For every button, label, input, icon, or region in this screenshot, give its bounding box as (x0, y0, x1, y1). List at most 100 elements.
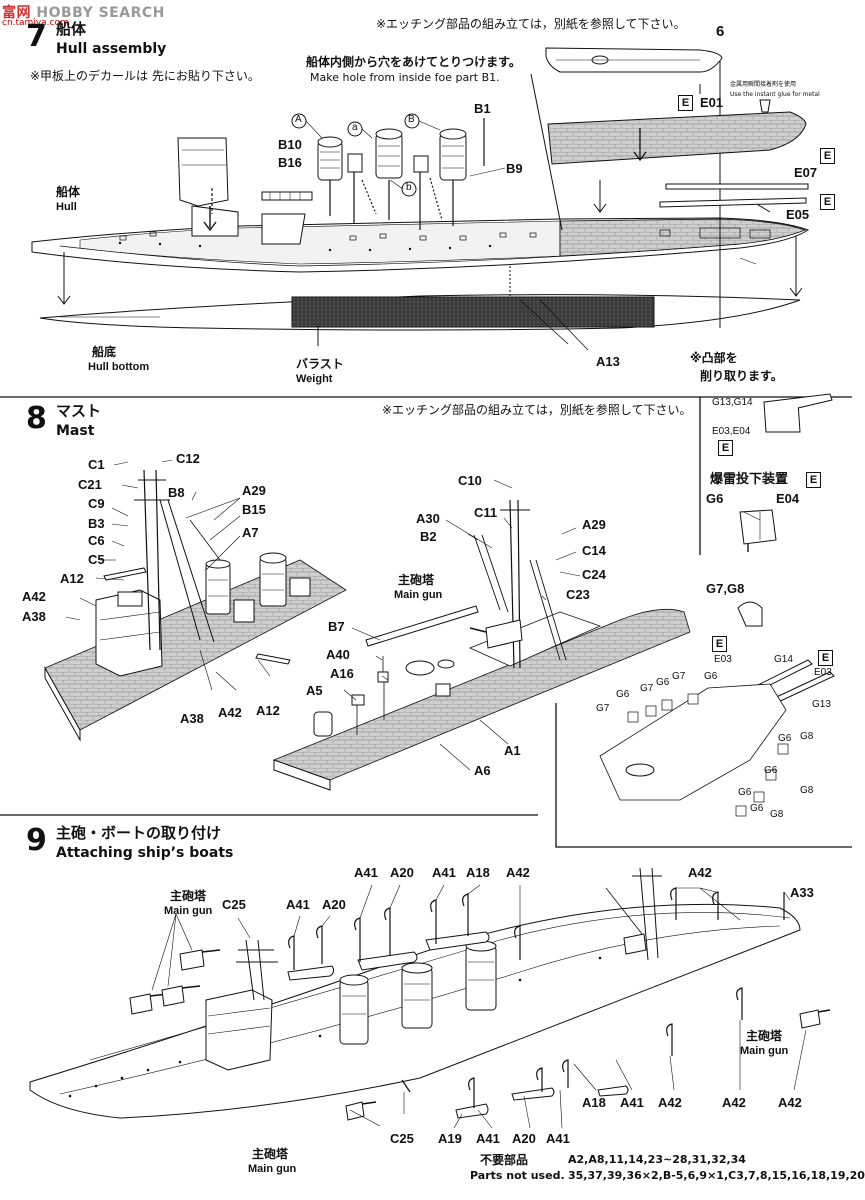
label-a41-b: A41 (354, 865, 378, 880)
step-7-number: 7 (26, 19, 47, 54)
main-gun-label-en-fore: Main gun (164, 905, 213, 917)
label-g6-d: G6 (778, 733, 792, 744)
callout-b: b (406, 182, 412, 193)
remove-note-1: ※凸部を (690, 351, 738, 365)
weight-label-en: Weight (296, 373, 333, 385)
label-a33: A33 (790, 885, 814, 900)
label-c11: C11 (474, 505, 498, 520)
callout-A: A (295, 114, 302, 125)
main-gun-label-en-aft: Main gun (740, 1045, 789, 1057)
label-e05: E05 (786, 207, 810, 222)
label-a38: A38 (22, 609, 46, 624)
label-a7: A7 (242, 525, 259, 540)
boat-assembly-drawing (29, 867, 831, 1129)
unused-parts-list-1: A2,A8,11,14,23~28,31,32,34 (568, 1153, 746, 1166)
etch-badge-e07: E (820, 148, 835, 164)
label-g8-a: G8 (800, 731, 814, 742)
label-g6: G6 (706, 491, 724, 506)
label-a29-right: A29 (582, 517, 606, 532)
weight-label-jp: バラスト (296, 357, 344, 371)
label-e03: E03 (714, 654, 732, 665)
remove-note-2: 削り取ります。 (700, 369, 783, 383)
label-g7-b: G7 (640, 683, 654, 694)
label-a41-d: A41 (476, 1131, 500, 1146)
step-8-title-en: Mast (56, 423, 95, 439)
label-e03-e04: E03,E04 (712, 426, 751, 437)
step-9-title-en: Attaching ship’s boats (56, 845, 234, 861)
label-g8-b: G8 (800, 785, 814, 796)
label-c25: C25 (222, 897, 246, 912)
label-g6-a: G6 (616, 689, 630, 700)
label-c21: C21 (78, 477, 102, 492)
step-9-number: 9 (26, 823, 47, 858)
label-a30: A30 (416, 511, 440, 526)
etch-badge-e01: E (678, 95, 693, 111)
callout-a: a (352, 122, 358, 133)
unused-parts-title-en: Parts not used. (470, 1169, 565, 1182)
label-a38-bottom: A38 (180, 711, 204, 726)
step-7-decal-note: ※甲板上のデカールは 先にお貼り下さい。 (30, 69, 260, 83)
label-c9: C9 (88, 496, 105, 511)
step-7-etch-note: ※エッチング部品の組み立ては，別紙を参照して下さい。 (376, 17, 686, 31)
label-a40: A40 (326, 647, 350, 662)
label-part-6: 6 (716, 23, 725, 40)
etch-badge-e03-right: E (818, 650, 833, 666)
label-c24: C24 (582, 567, 606, 582)
watermark-prefix: 富网 (2, 5, 31, 21)
label-g13-g14: G13,G14 (712, 397, 753, 408)
label-g7-g8: G7,G8 (706, 581, 745, 596)
label-a18-a: A18 (466, 865, 490, 880)
label-c12: C12 (176, 451, 200, 466)
hull-bottom-label-jp: 船底 (92, 345, 117, 359)
hull-label-en: Hull (56, 201, 77, 213)
section-dividers (0, 396, 852, 848)
label-a12: A12 (60, 571, 84, 586)
label-a41-c: A41 (432, 865, 456, 880)
etch-badge-depth: E (806, 472, 821, 488)
label-a13: A13 (596, 354, 620, 369)
label-a42: A42 (22, 589, 46, 604)
label-e07: E07 (794, 165, 818, 180)
main-gun-label-jp: 主砲塔 (398, 573, 435, 587)
hull-label-jp: 船体 (56, 185, 81, 199)
label-c1: C1 (88, 457, 105, 472)
label-a5: A5 (306, 683, 323, 698)
label-a18-b: A18 (582, 1095, 606, 1110)
hole-note-jp: 船体内側から穴をあけてとりつけます。 (306, 55, 521, 69)
main-gun-label-en-bottom: Main gun (248, 1163, 297, 1175)
label-c14: C14 (582, 543, 606, 558)
label-g8-c: G8 (770, 809, 784, 820)
step-7-title-jp: 船体 (56, 20, 87, 38)
label-a41-a: A41 (286, 897, 310, 912)
label-b2: B2 (420, 529, 437, 544)
main-gun-label-jp-aft: 主砲塔 (746, 1029, 783, 1043)
main-gun-label-en: Main gun (394, 589, 443, 601)
label-a41-e: A41 (546, 1131, 570, 1146)
glue-note-en: Use the instant glue for metal (730, 91, 820, 98)
step-8-etch-note: ※エッチング部品の組み立ては，別紙を参照して下さい。 (382, 403, 692, 417)
label-a42-c: A42 (658, 1095, 682, 1110)
label-a41-f: A41 (620, 1095, 644, 1110)
label-c23: C23 (566, 587, 590, 602)
watermark: 富网 HOBBY SEARCH (2, 2, 165, 22)
hull-assembly-drawing (31, 47, 810, 351)
label-g6-e: G6 (764, 765, 778, 776)
label-g6-c: G6 (704, 671, 718, 682)
step-8-title-jp: マスト (56, 402, 102, 420)
label-a42-a: A42 (506, 865, 530, 880)
step-9-title-jp: 主砲・ボートの取り付け (56, 824, 222, 842)
label-b3: B3 (88, 516, 105, 531)
depth-charge-label: 爆雷投下装置 (710, 471, 789, 486)
label-b10: B10 (278, 137, 302, 152)
unused-parts-list-2: 35,37,39,36×2,B-5,6,9×1,C3,7,8,15,16,18,… (568, 1169, 865, 1182)
label-e03-right: E03 (814, 667, 832, 678)
label-a19: A19 (438, 1131, 462, 1146)
label-c6: C6 (88, 533, 105, 548)
label-a42-e: A42 (778, 1095, 802, 1110)
label-g6-b: G6 (656, 677, 670, 688)
label-b1: B1 (474, 101, 491, 116)
label-c5: C5 (88, 552, 105, 567)
label-a16: A16 (330, 666, 354, 681)
main-gun-label-jp-fore: 主砲塔 (170, 889, 207, 903)
